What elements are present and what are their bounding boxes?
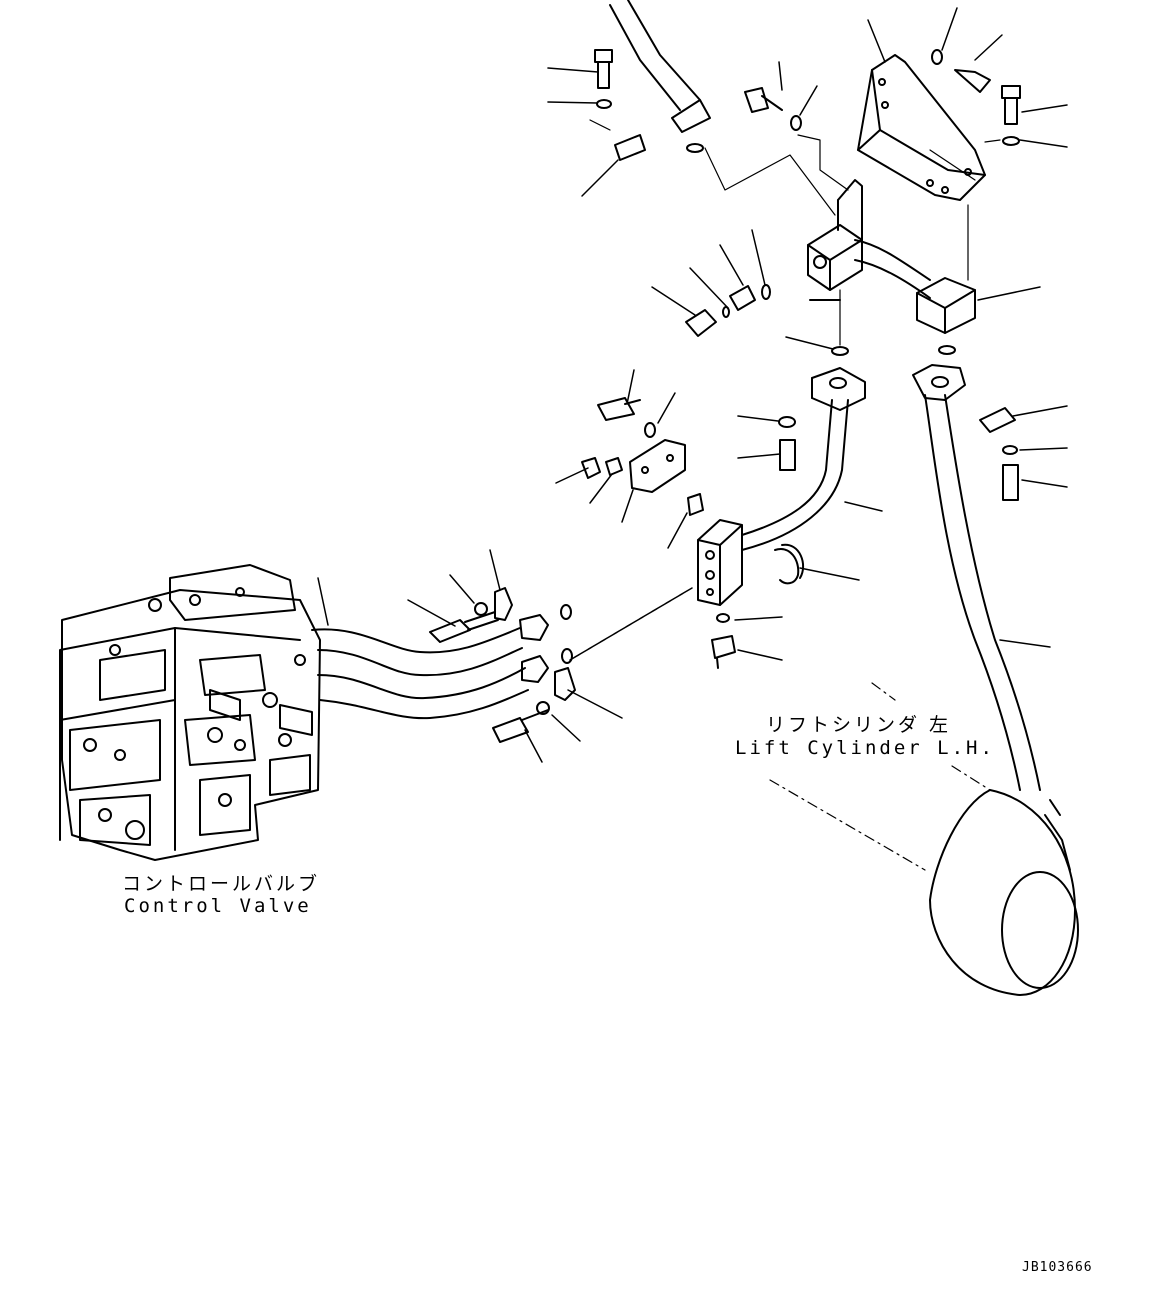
manifold-block bbox=[687, 493, 743, 669]
leader-lines bbox=[317, 7, 1068, 763]
lift-cylinder-body bbox=[929, 789, 1079, 996]
centerlines bbox=[769, 682, 991, 871]
drawing-code: JB103666 bbox=[1022, 1260, 1093, 1275]
steel-tube bbox=[741, 367, 866, 551]
hose-lower bbox=[317, 667, 529, 720]
assembly-lines bbox=[589, 119, 1001, 346]
control-valve-label-jp: コントロールバルブ bbox=[122, 873, 321, 895]
hose-top bbox=[609, 0, 711, 153]
hose-fittings bbox=[494, 587, 576, 701]
control-valve-assembly bbox=[59, 564, 321, 861]
fittings-left bbox=[685, 284, 849, 356]
hose-upper bbox=[311, 627, 523, 677]
u-clamp bbox=[774, 543, 805, 585]
support-crossbar bbox=[807, 179, 976, 334]
control-valve-label-en: Control Valve bbox=[124, 895, 312, 917]
mounting-bracket bbox=[857, 54, 986, 201]
hose-bolts bbox=[429, 602, 550, 743]
lift-cylinder-hose bbox=[912, 345, 1041, 791]
bracket-plate bbox=[581, 397, 686, 493]
manifold-bolts bbox=[778, 416, 796, 471]
top-bolts bbox=[594, 49, 1021, 161]
lift-cylinder-label-en: Lift Cylinder L.H. bbox=[735, 737, 995, 759]
lift-cylinder-label-jp: リフトシリンダ 左 bbox=[766, 714, 952, 736]
